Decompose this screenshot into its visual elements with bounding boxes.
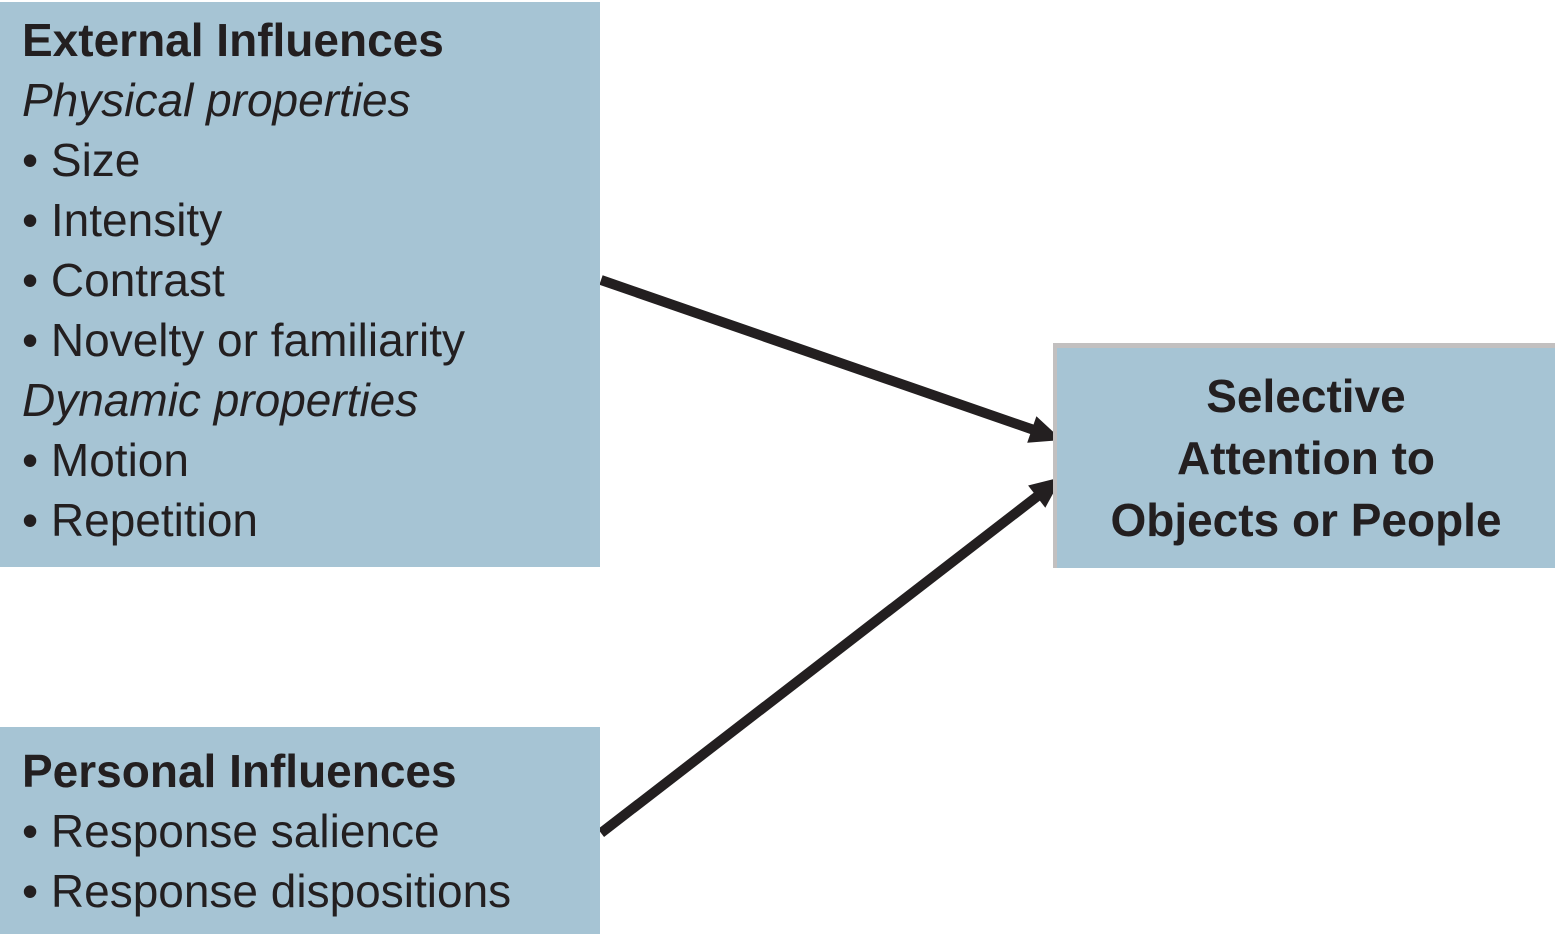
bullet-intensity: • Intensity [22, 194, 223, 246]
dynamic-properties-subheading: Dynamic properties [22, 374, 419, 426]
bullet-contrast: • Contrast [22, 254, 225, 306]
selective-attention-line-1: Selective [1206, 370, 1406, 422]
external-influences-box: External Influences Physical properties … [0, 2, 600, 567]
bullet-repetition: • Repetition [22, 494, 259, 546]
selective-attention-line-3: Objects or People [1110, 494, 1502, 546]
bullet-size: • Size [22, 134, 141, 186]
personal-influences-title: Personal Influences [22, 745, 457, 797]
arrow-external-to-selective [599, 275, 1062, 443]
arrow-personal-to-selective [597, 477, 1062, 837]
physical-properties-subheading: Physical properties [22, 74, 411, 126]
external-influences-title: External Influences [22, 14, 444, 66]
selective-attention-line-2: Attention to [1176, 432, 1436, 484]
bullet-motion: • Motion [22, 434, 189, 486]
personal-influences-box: Personal Influences • Response salience … [0, 727, 600, 934]
bullet-response-salience: • Response salience [22, 805, 440, 857]
bullet-response-dispositions: • Response dispositions [22, 865, 512, 917]
bullet-novelty-or-familiarity: • Novelty or familiarity [22, 314, 465, 366]
selective-attention-box: Selective Attention to Objects or People [1053, 343, 1555, 568]
